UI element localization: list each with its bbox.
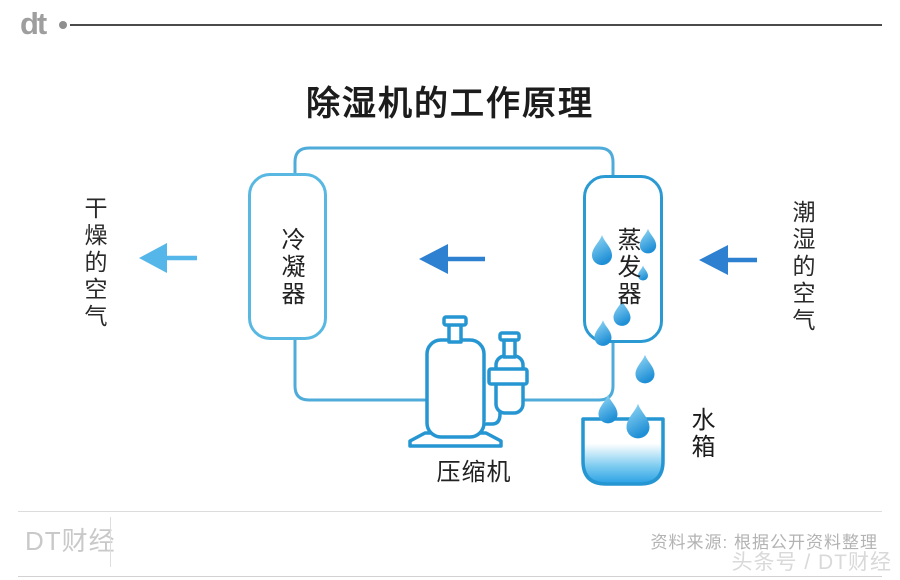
water-tank-body <box>581 417 665 486</box>
pipe-evaporator-to-compressor <box>505 338 615 402</box>
accumulator-band <box>487 367 529 386</box>
compressor-label: 压缩机 <box>436 459 512 486</box>
footer-brand: DT财经 <box>25 526 116 556</box>
pipe-top-loop <box>293 146 615 180</box>
compressor-inlet-cap <box>442 315 468 327</box>
footer-rule-top <box>18 511 882 512</box>
dt-logo: dt <box>20 6 47 41</box>
water-droplet-icon <box>635 354 655 384</box>
condenser-box <box>248 173 327 340</box>
pipe-condenser-to-compressor <box>293 335 445 402</box>
compressor-icon <box>408 315 529 448</box>
evaporator-label: 蒸发器 <box>613 227 640 308</box>
accumulator-elbow <box>483 408 502 426</box>
water-tank-icon <box>581 417 665 486</box>
water-droplet-icon <box>594 320 612 346</box>
flow-arrow-icon <box>419 244 485 274</box>
water-tank-label: 水箱 <box>687 407 714 461</box>
data-source-note: 资料来源: 根据公开资料整理 <box>650 533 878 552</box>
footer-brand-separator <box>110 517 111 567</box>
compressor-tank <box>425 338 486 439</box>
dry-air-label: 干燥的空气 <box>81 196 107 331</box>
page-title: 除湿机的工作原理 <box>306 85 594 123</box>
watermark: 头条号 / DT财经 <box>731 551 892 574</box>
dry-air-arrow-icon <box>139 243 197 273</box>
logo-dot-icon <box>59 21 67 29</box>
condenser-label: 冷凝器 <box>277 227 304 308</box>
water-droplet-icon <box>626 403 650 439</box>
accumulator-stem <box>502 338 517 359</box>
accumulator-cap <box>498 331 521 342</box>
water-droplet-icon <box>598 394 618 424</box>
humid-air-label: 潮湿的空气 <box>789 200 815 335</box>
header-rule <box>70 24 882 26</box>
footer-rule-bottom <box>18 576 882 577</box>
humid-air-arrow-icon <box>699 245 757 275</box>
